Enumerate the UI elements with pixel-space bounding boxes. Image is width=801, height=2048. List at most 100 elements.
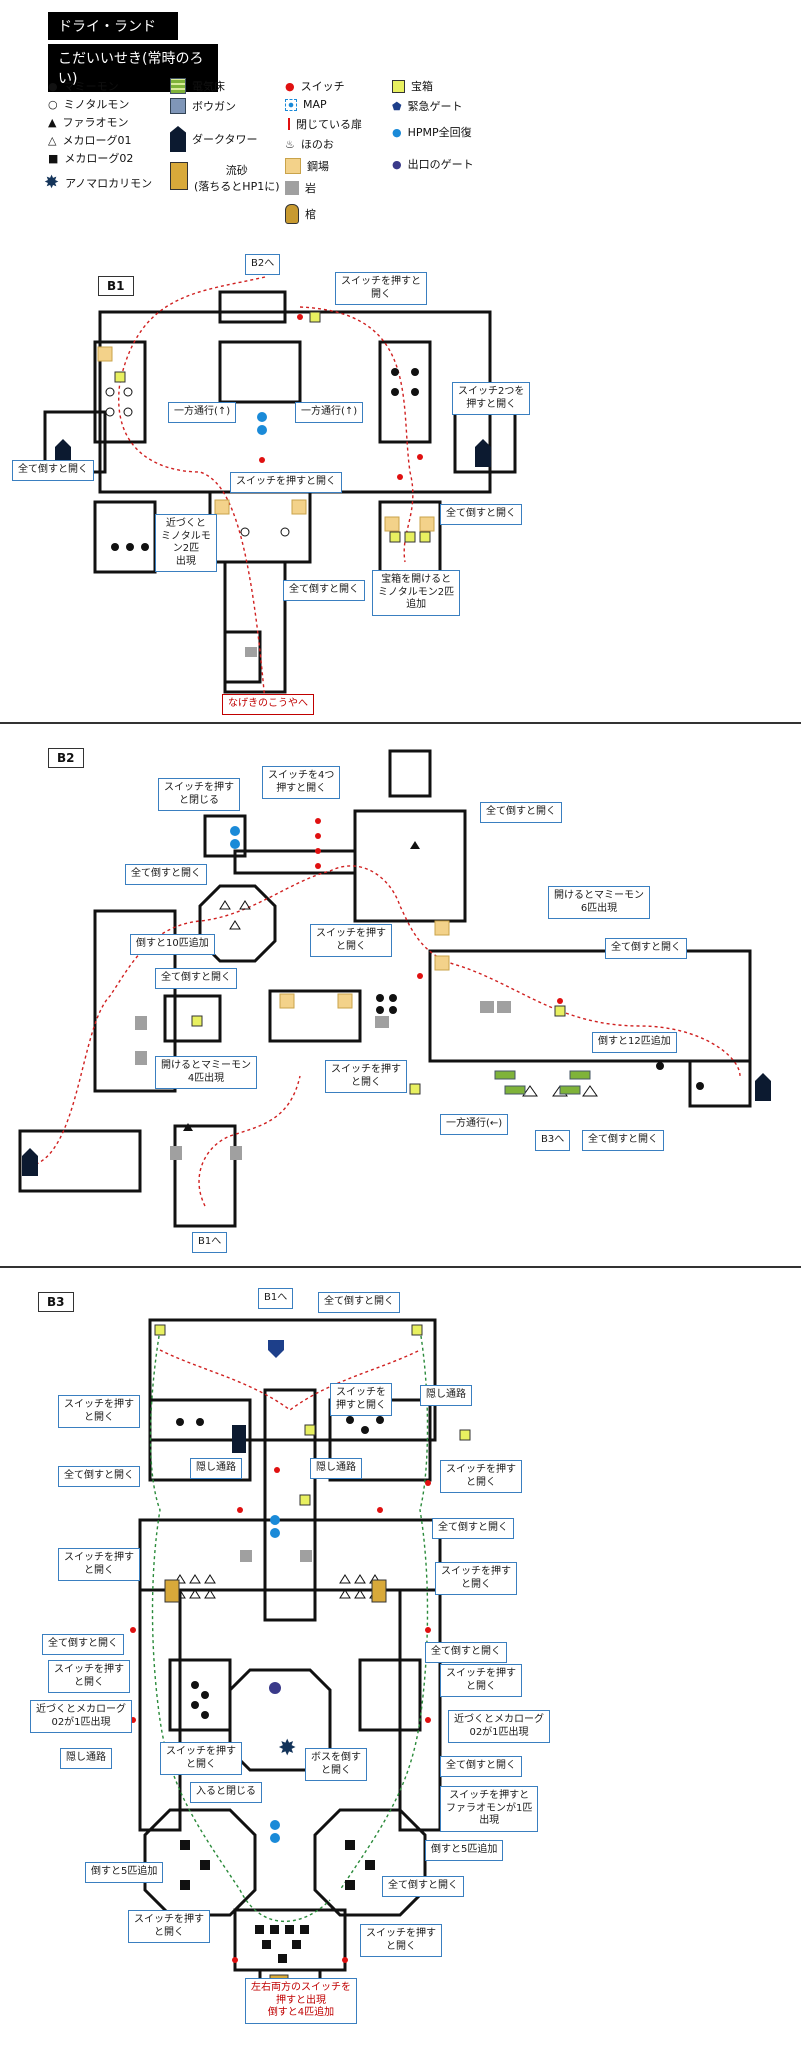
floor-b2-panel: B2 スイッチを押す と閉じる スイッチを4つ 押すと開く 全て倒すと開く bbox=[0, 726, 801, 1266]
map-note: なげきのこうやへ bbox=[222, 694, 314, 715]
map-note: スイッチを押す と開く bbox=[48, 1660, 130, 1693]
floor-label: B1 bbox=[98, 276, 134, 296]
map-note: スイッチを押すと ファラオモンが1匹 出現 bbox=[440, 1786, 539, 1832]
map-note: 倒すと10匹追加 bbox=[130, 934, 215, 955]
map-note: 全て倒すと開く bbox=[440, 504, 522, 525]
map-note: 全て倒すと開く bbox=[318, 1292, 400, 1313]
legend-label: ダークタワー bbox=[192, 133, 258, 146]
floor-b1-map bbox=[43, 276, 517, 703]
map-note: 全て倒すと開く bbox=[42, 1634, 124, 1655]
map-note: 全て倒すと開く bbox=[432, 1518, 514, 1539]
legend: ●マミーモン ○ミノタルモン ▲ファラオモン △メカローグ01 ■メカローグ02… bbox=[0, 72, 801, 232]
mekanorimon02-icon: ■ bbox=[48, 151, 59, 165]
anomalocarimon-icon: ✸ bbox=[44, 172, 60, 193]
map-note: B1へ bbox=[192, 1232, 228, 1253]
dark-tower-icon bbox=[170, 126, 186, 152]
map-note: B1へ bbox=[258, 1288, 294, 1309]
bowgun-icon bbox=[170, 98, 186, 114]
map-note: 倒すと5匹追加 bbox=[425, 1840, 504, 1861]
map-note: 入ると閉じる bbox=[190, 1782, 262, 1803]
map-note: 全て倒すと開く bbox=[582, 1130, 664, 1151]
map-note: スイッチを押す と開く bbox=[58, 1548, 140, 1581]
legend-label: 緊急ゲート bbox=[407, 100, 463, 113]
minotarumon-icon: ○ bbox=[48, 97, 58, 111]
rock-icon bbox=[285, 181, 299, 195]
map-note: 全て倒すと開く bbox=[58, 1466, 140, 1487]
map-note: 開けるとマミーモン 4匹出現 bbox=[155, 1056, 257, 1089]
exit-gate-icon: ● bbox=[392, 157, 402, 171]
map-note: スイッチを押す と閉じる bbox=[158, 778, 240, 811]
map-note: スイッチを押す と開く bbox=[360, 1924, 442, 1957]
flame-icon: ♨ bbox=[285, 137, 295, 151]
switch-icon: ● bbox=[285, 79, 295, 93]
map-note: 全て倒すと開く bbox=[480, 802, 562, 823]
floor-label: B3 bbox=[38, 1292, 74, 1312]
legend-label: MAP bbox=[303, 98, 327, 111]
map-note: B2へ bbox=[245, 254, 281, 275]
map-note: 全て倒すと開く bbox=[155, 968, 237, 989]
floor-label: B2 bbox=[48, 748, 84, 768]
emergency-gate-icon: ⬟ bbox=[392, 99, 402, 113]
map-note: 全て倒すと開く bbox=[605, 938, 687, 959]
map-note: スイッチを押す と開く bbox=[435, 1562, 517, 1595]
map-note: 近づくと ミノタルモ ン2匹 出現 bbox=[155, 514, 217, 572]
legend-label: 閉じている扉 bbox=[296, 118, 362, 131]
map-note: 近づくとメカローグ 02が1匹出現 bbox=[30, 1700, 132, 1733]
map-note: 一方通行(↑) bbox=[168, 402, 237, 423]
map-icon bbox=[285, 98, 297, 111]
map-note: B3へ bbox=[535, 1130, 571, 1151]
coffin-icon bbox=[285, 204, 299, 224]
legend-label: アノマロカリモン bbox=[65, 176, 153, 190]
legend-label: ボウガン bbox=[192, 100, 236, 113]
quicksand-icon bbox=[170, 162, 188, 190]
legend-label: 出口のゲート bbox=[407, 158, 474, 171]
map-note: 左右両方のスイッチを 押すと出現 倒すと4匹追加 bbox=[245, 1978, 357, 2024]
map-note: 隠し通路 bbox=[420, 1385, 472, 1406]
map-note: スイッチを押す と開く bbox=[325, 1060, 407, 1093]
pharaohmon-icon: ▲ bbox=[48, 115, 57, 129]
map-note: スイッチを押す と開く bbox=[128, 1910, 210, 1943]
legend-label: 鋼場 bbox=[307, 160, 329, 173]
dungeon-title: こだいいせき(常時のろい) bbox=[48, 44, 218, 92]
mummymon-icon: ● bbox=[48, 79, 58, 93]
mekanorimon01-icon: △ bbox=[48, 133, 57, 147]
legend-label: 岩 bbox=[305, 182, 316, 195]
legend-label: HPMP全回復 bbox=[407, 126, 472, 139]
map-note: 一方通行(←) bbox=[440, 1114, 509, 1135]
map-note: 全て倒すと開く bbox=[12, 460, 94, 481]
map-note: スイッチを押す と開く bbox=[440, 1664, 522, 1697]
map-note: 倒すと5匹追加 bbox=[85, 1862, 164, 1883]
map-note: スイッチを 押すと開く bbox=[330, 1383, 392, 1416]
map-note: スイッチを押す と開く bbox=[58, 1395, 140, 1428]
treasure-chest-icon bbox=[392, 79, 405, 93]
map-note: スイッチ2つを 押すと開く bbox=[452, 382, 531, 415]
closed-door-icon bbox=[288, 118, 290, 130]
map-note: 宝箱を開けると ミノタルモン2匹 追加 bbox=[372, 570, 461, 616]
legend-label: メカローグ01 bbox=[62, 134, 132, 147]
legend-label: 宝箱 bbox=[411, 80, 433, 93]
floor-b1-panel: B1 B2へ スイッチを押すと 開く スイッチ2つ bbox=[0, 232, 801, 722]
full-heal-icon: ● bbox=[392, 125, 402, 139]
map-note: 倒すと12匹追加 bbox=[592, 1032, 677, 1053]
floor-b2-map bbox=[18, 749, 771, 1228]
area-title: ドライ・ランド bbox=[48, 12, 178, 40]
map-note: 全て倒すと開く bbox=[283, 580, 365, 601]
legend-label: 棺 bbox=[305, 208, 316, 221]
legend-label: マミーモン bbox=[63, 80, 119, 93]
legend-label: ファラオモン bbox=[62, 116, 129, 129]
separator bbox=[0, 1266, 801, 1268]
legend-label: 流砂 (落ちるとHP1に) bbox=[194, 164, 280, 193]
map-note: 全て倒すと開く bbox=[125, 864, 207, 885]
floor-b3-panel: B3 ✸ bbox=[0, 1270, 801, 2048]
legend-label: ミノタルモン bbox=[63, 98, 130, 111]
steel-floor-icon bbox=[285, 158, 301, 174]
anomalocarimon-marker: ✸ bbox=[278, 1736, 296, 1761]
map-note: 開けるとマミーモン 6匹出現 bbox=[548, 886, 650, 919]
map-note: ボスを倒す と開く bbox=[305, 1748, 367, 1781]
legend-label: 電気床 bbox=[192, 80, 225, 93]
map-note: スイッチを押すと 開く bbox=[335, 272, 427, 305]
legend-label: スイッチ bbox=[300, 80, 345, 93]
map-note: 隠し通路 bbox=[310, 1458, 362, 1479]
separator bbox=[0, 722, 801, 724]
map-note: スイッチを押す と開く bbox=[440, 1460, 522, 1493]
